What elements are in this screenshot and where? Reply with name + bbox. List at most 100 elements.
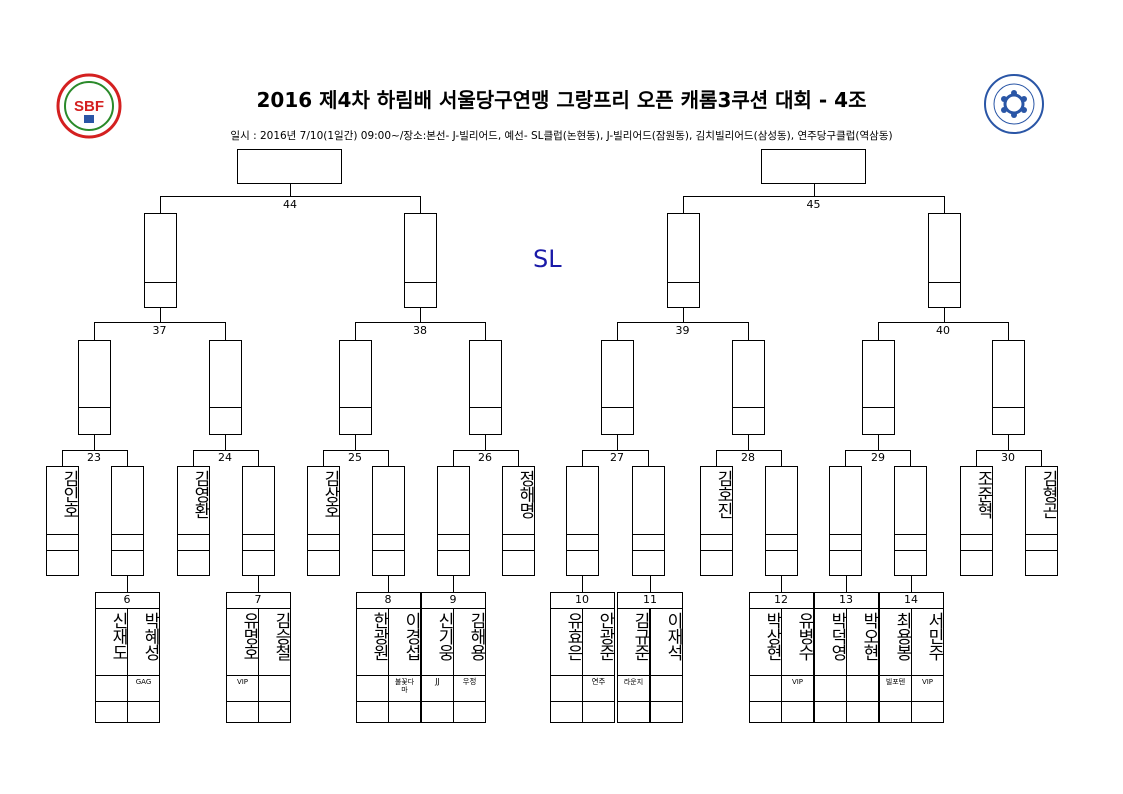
seeded-player-slot xyxy=(242,466,275,576)
match-number: 23 xyxy=(87,451,101,464)
bracket-line xyxy=(582,450,583,466)
player-name: 김상호 xyxy=(320,470,340,518)
bracket-line xyxy=(485,592,486,608)
match-number: 14 xyxy=(904,593,918,606)
club-name: 빌포텐 xyxy=(885,678,906,686)
player-name: 유명호 xyxy=(239,612,259,660)
seeded-player-slot: 김인호 xyxy=(46,466,79,576)
seeded-player-slot xyxy=(437,466,470,576)
seeded-player-slot xyxy=(111,466,144,576)
club-name: JJ xyxy=(435,677,440,686)
player-name: 김형곤 xyxy=(1038,470,1058,518)
qualifier-player-slot: 유명호 VIP xyxy=(226,608,259,723)
seeded-player-slot xyxy=(566,466,599,576)
bracket-line xyxy=(290,184,291,196)
player-name: 유병수 xyxy=(794,612,814,660)
round-slot-slot xyxy=(78,340,111,435)
round-slot-slot xyxy=(862,340,895,435)
match-number: 25 xyxy=(348,451,362,464)
bracket-line xyxy=(193,450,194,466)
bracket-line xyxy=(648,450,649,466)
bracket-line xyxy=(878,322,1009,323)
bracket-line xyxy=(62,450,128,451)
bracket-line xyxy=(160,196,161,213)
club-name: 라운지 xyxy=(623,678,644,686)
seeded-player-slot: 김영환 xyxy=(177,466,210,576)
bracket-line xyxy=(650,576,651,592)
round-slot-slot xyxy=(404,213,437,308)
bracket-line xyxy=(781,450,782,466)
bracket-line xyxy=(160,196,421,197)
player-name: 박덕영 xyxy=(827,612,847,660)
page-title: 2016 제4차 하림배 서울당구연맹 그랑프리 오픈 캐롬3쿠션 대회 - 4… xyxy=(256,88,867,112)
bracket-line xyxy=(127,450,128,466)
bracket-line xyxy=(550,592,615,593)
bracket-line xyxy=(355,435,356,450)
bracket-line xyxy=(420,196,421,213)
player-name: 박상현 xyxy=(762,612,782,660)
round-slot-slot xyxy=(339,340,372,435)
bracket-line xyxy=(976,450,977,466)
seeded-player-slot xyxy=(829,466,862,576)
seeded-player-slot xyxy=(765,466,798,576)
match-number: 11 xyxy=(643,593,657,606)
bracket-line xyxy=(879,592,880,608)
bracket-line xyxy=(749,592,814,593)
bracket-line xyxy=(814,592,815,608)
bracket-line xyxy=(94,435,95,450)
bracket-line xyxy=(421,592,486,593)
round-slot-slot xyxy=(928,213,961,308)
bracket-line xyxy=(879,592,944,593)
bracket-line xyxy=(748,435,749,450)
bracket-line xyxy=(943,592,944,608)
match-number: 26 xyxy=(478,451,492,464)
bracket-line xyxy=(290,592,291,608)
bracket-line xyxy=(617,435,618,450)
player-name: 정해명 xyxy=(515,470,535,518)
bracket-line xyxy=(225,322,226,340)
seeded-player-slot: 김상호 xyxy=(307,466,340,576)
bracket-line xyxy=(614,592,615,608)
bracket-line xyxy=(617,322,749,323)
bracket-line xyxy=(748,322,749,340)
player-name: 김해용 xyxy=(466,612,486,660)
bracket-line xyxy=(910,450,911,466)
round-slot-slot xyxy=(469,340,502,435)
bracket-line xyxy=(878,322,879,340)
bracket-line xyxy=(1008,435,1009,450)
bracket-line xyxy=(453,450,519,451)
match-number: 6 xyxy=(123,593,131,606)
seeded-player-slot: 김호진 xyxy=(700,466,733,576)
round-slot-slot xyxy=(144,213,177,308)
player-name: 이재석 xyxy=(663,612,683,660)
bracket-line xyxy=(845,450,846,466)
bracket-line xyxy=(356,592,421,593)
bracket-line xyxy=(846,576,847,592)
match-number: 30 xyxy=(1001,451,1015,464)
bracket-line xyxy=(582,576,583,592)
club-name: VIP xyxy=(236,678,249,686)
match-number: 9 xyxy=(449,593,457,606)
match-number: 7 xyxy=(254,593,262,606)
qualifier-player-slot: 신재도 xyxy=(95,608,128,723)
player-name: 김규준 xyxy=(630,612,650,660)
bracket-line xyxy=(258,576,259,592)
qualifier-player-slot: 유효은 xyxy=(550,608,583,723)
round-slot-slot xyxy=(992,340,1025,435)
player-name: 최용봉 xyxy=(892,612,912,660)
bracket-line xyxy=(421,592,422,608)
match-number: 40 xyxy=(936,324,950,337)
round-slot-slot xyxy=(209,340,242,435)
bracket-line xyxy=(388,450,389,466)
bracket-line xyxy=(388,576,389,592)
bracket-line xyxy=(944,308,945,322)
bracket-line xyxy=(193,450,259,451)
bracket-line xyxy=(485,435,486,450)
match-number: 24 xyxy=(218,451,232,464)
bracket-line xyxy=(356,592,357,608)
bracket-line xyxy=(1041,450,1042,466)
